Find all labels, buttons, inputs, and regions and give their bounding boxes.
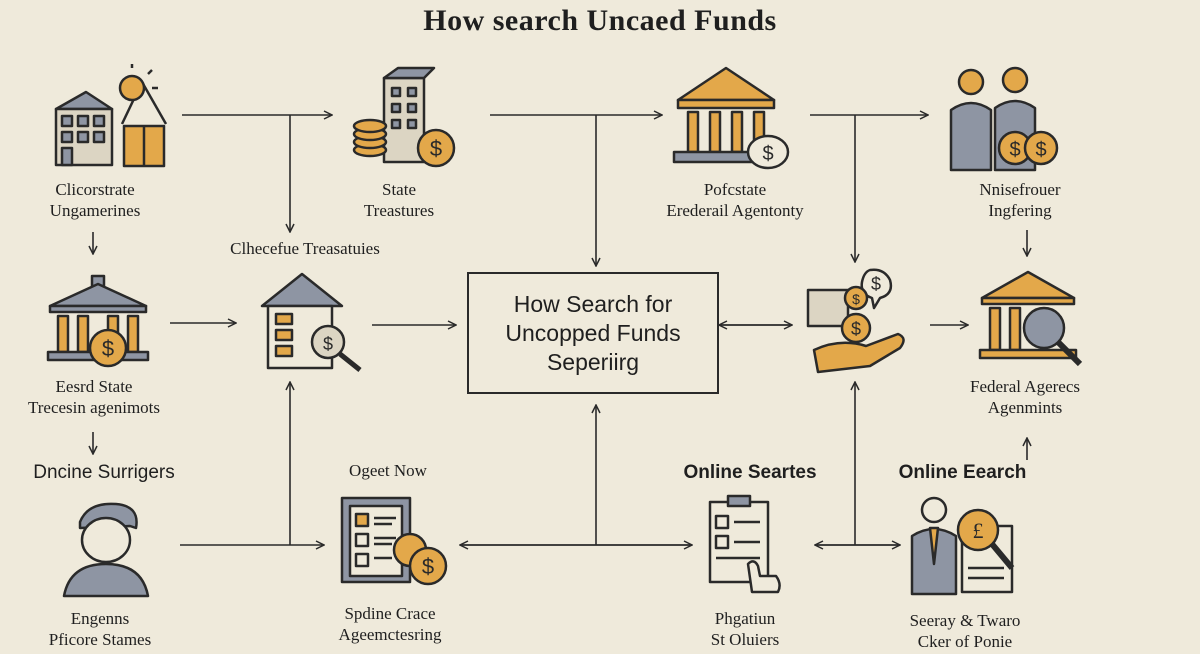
- document-coins-icon: $: [340, 496, 448, 586]
- node-label-line: Online Seartes: [683, 462, 817, 483]
- person-magnifier-icon: £: [910, 496, 1015, 596]
- node-label-line: Federal Agerecs: [970, 377, 1080, 396]
- svg-text:$: $: [871, 274, 881, 294]
- node-label-treasuries: Clhecefue Treasatuies: [200, 238, 410, 259]
- node-label-online-search: Online Eearch: [880, 462, 1045, 483]
- node-label-insurer: Nnisefrouer Ingfering: [930, 179, 1110, 221]
- hand-coins-icon: $ $ $: [806, 268, 905, 374]
- center-line-1: How Search for: [513, 290, 673, 317]
- node-label-federal-agencies: Federal Agerecs Agenmints: [950, 376, 1100, 418]
- center-process-box: How Search for Uncopped Funds Seperiirg: [467, 272, 719, 394]
- people-coins-icon: $ $: [949, 66, 1059, 172]
- center-line-3: Seperiirg: [546, 348, 640, 375]
- node-label-line: Pficore Stames: [48, 630, 152, 649]
- svg-text:$: $: [102, 336, 114, 361]
- node-label-line: Erederail Agentonty: [666, 201, 804, 220]
- node-label-state-treasuries: State Treastures: [324, 179, 474, 221]
- node-label-get-now: Ogeet Now: [328, 460, 448, 481]
- svg-text:$: $: [422, 554, 434, 579]
- node-label-search-tracker: Seeray & Twaro Cker of Ponie: [880, 610, 1050, 652]
- node-label-line: Online Eearch: [898, 462, 1027, 483]
- node-label-line: Dncine Surrigers: [33, 462, 175, 483]
- node-label-engines: Engenns Pficore Stames: [20, 608, 180, 650]
- svg-text:$: $: [851, 319, 861, 339]
- node-label-online-agencies: Spdine Crace Ageemctesring: [310, 603, 470, 645]
- node-label-line: Ageemctesring: [338, 625, 442, 644]
- node-label-line: Seeray & Twaro: [909, 611, 1021, 630]
- node-label-line: Phgatiun: [714, 609, 776, 628]
- node-label-line: Nnisefrouer: [979, 180, 1061, 199]
- node-label-line: Spdine Crace: [344, 604, 436, 623]
- node-label-other-sources: Phgatiun St Oluiers: [680, 608, 810, 650]
- node-label-line: St Oluiers: [710, 630, 780, 649]
- node-label-line: Engenns: [70, 609, 130, 628]
- checklist-icon: [708, 494, 781, 594]
- node-label-state-agencies: Eesrd State Trecesin agenimots: [4, 376, 184, 418]
- svg-text:$: $: [762, 143, 773, 165]
- node-label-line: Treastures: [363, 201, 435, 220]
- page-title: How search Uncaed Funds: [423, 4, 777, 37]
- node-label-line: Pofcstate: [703, 180, 767, 199]
- house-magnifier-icon: $: [260, 272, 362, 372]
- treasury-coins-icon: $: [352, 66, 456, 168]
- svg-text:$: $: [1035, 139, 1046, 161]
- node-label-federal-agency: Pofcstate Erederail Agentonty: [630, 179, 840, 221]
- node-label-line: Agenmints: [987, 398, 1063, 417]
- node-label-line: Ungamerines: [49, 201, 141, 220]
- svg-text:£: £: [973, 518, 984, 543]
- node-label-line: State: [382, 180, 416, 199]
- center-line-2: Uncopped Funds: [505, 319, 681, 346]
- node-label-line: Clhecefue Treasatuies: [230, 239, 380, 258]
- node-label-online-surveys: Dncine Surrigers: [14, 462, 194, 483]
- node-label-line: Cker of Ponie: [917, 632, 1013, 651]
- node-label-online-searches: Online Seartes: [660, 462, 840, 483]
- node-label-line: Clicorstrate: [55, 180, 135, 199]
- bank-magnifier-icon: [978, 270, 1083, 367]
- buildings-icon: [54, 64, 168, 168]
- svg-text:$: $: [323, 334, 333, 354]
- node-label-line: Trecesin agenimots: [27, 398, 161, 417]
- node-label-line: Ingfering: [988, 201, 1052, 220]
- bank-dollar-icon: $: [672, 66, 790, 170]
- svg-text:$: $: [430, 136, 442, 161]
- svg-text:$: $: [852, 291, 860, 307]
- node-label-state-buildings: Clicorstrate Ungamerines: [20, 179, 170, 221]
- person-icon: [62, 502, 150, 598]
- svg-text:$: $: [1009, 139, 1020, 161]
- node-label-line: Eesrd State: [55, 377, 133, 396]
- government-building-icon: $: [46, 274, 150, 368]
- node-label-line: Ogeet Now: [349, 461, 427, 480]
